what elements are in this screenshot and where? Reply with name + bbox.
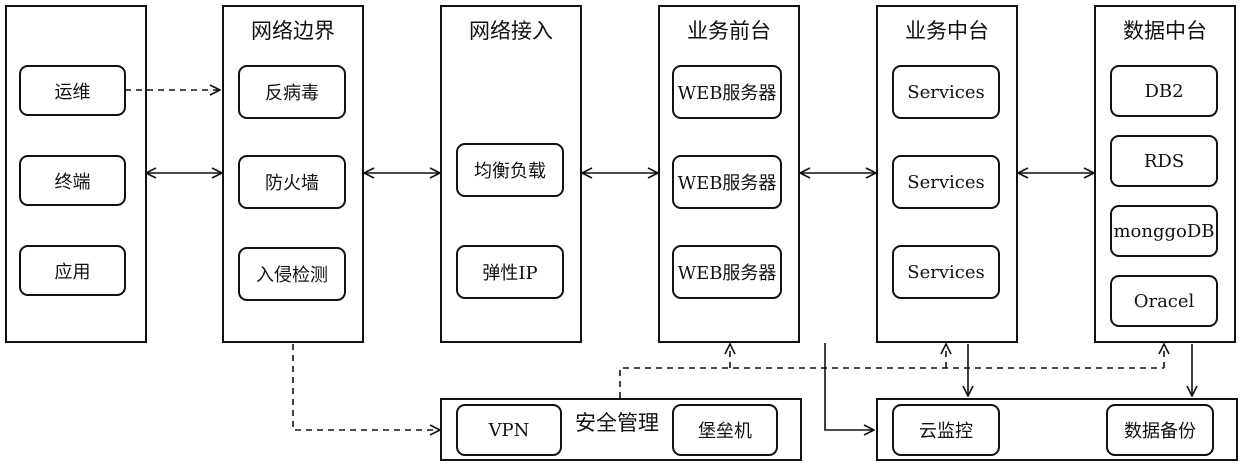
business-middle-column: 业务中台 Services Services Services [876, 5, 1018, 343]
business-front-column: 业务前台 WEB服务器 WEB服务器 WEB服务器 [658, 5, 800, 343]
cloud-monitor-node[interactable]: 云监控 [892, 404, 1000, 456]
network-edge-title: 网络边界 [251, 19, 335, 43]
web-server-node[interactable]: WEB服务器 [672, 65, 782, 119]
security-management-bar: VPN 安全管理 堡垒机 [440, 398, 802, 461]
vpn-node[interactable]: VPN [456, 404, 562, 456]
data-middle-column: 数据中台 DB2 RDS monggoDB Oracel [1094, 5, 1236, 343]
network-edge-column: 网络边界 反病毒 防火墙 入侵检测 [222, 5, 364, 343]
business-front-title: 业务前台 [687, 19, 771, 43]
ops-bar: 云监控 数据备份 [876, 398, 1238, 461]
connector-security-bus [619, 367, 1164, 398]
intrusion-detection-node[interactable]: 入侵检测 [238, 247, 346, 301]
terminal-node[interactable]: 终端 [19, 155, 126, 206]
services-node[interactable]: Services [892, 65, 1000, 119]
services-node[interactable]: Services [892, 245, 1000, 299]
elastic-ip-node[interactable]: 弹性IP [456, 245, 564, 299]
load-balancer-node[interactable]: 均衡负载 [456, 143, 564, 197]
bastion-host-node[interactable]: 堡垒机 [672, 404, 778, 456]
app-node[interactable]: 应用 [19, 245, 126, 296]
antivirus-node[interactable]: 反病毒 [238, 65, 346, 119]
rds-node[interactable]: RDS [1110, 135, 1218, 187]
services-node[interactable]: Services [892, 155, 1000, 209]
web-server-node[interactable]: WEB服务器 [672, 245, 782, 299]
data-middle-title: 数据中台 [1123, 19, 1207, 43]
db2-node[interactable]: DB2 [1110, 65, 1218, 117]
connector-edge-to-vpn [292, 344, 440, 430]
mongodb-node[interactable]: monggoDB [1110, 205, 1218, 257]
data-backup-node[interactable]: 数据备份 [1106, 404, 1214, 456]
security-management-title: 安全管理 [575, 411, 659, 435]
business-middle-title: 业务中台 [905, 19, 989, 43]
connector-front-to-monitor [824, 343, 874, 430]
ops-node[interactable]: 运维 [19, 65, 126, 116]
network-access-title: 网络接入 [469, 19, 553, 43]
web-server-node[interactable]: WEB服务器 [672, 155, 782, 209]
clients-column: 运维 终端 应用 [5, 5, 147, 343]
network-access-column: 网络接入 均衡负载 弹性IP [440, 5, 582, 343]
oracle-node[interactable]: Oracel [1110, 275, 1218, 327]
firewall-node[interactable]: 防火墙 [238, 155, 346, 209]
